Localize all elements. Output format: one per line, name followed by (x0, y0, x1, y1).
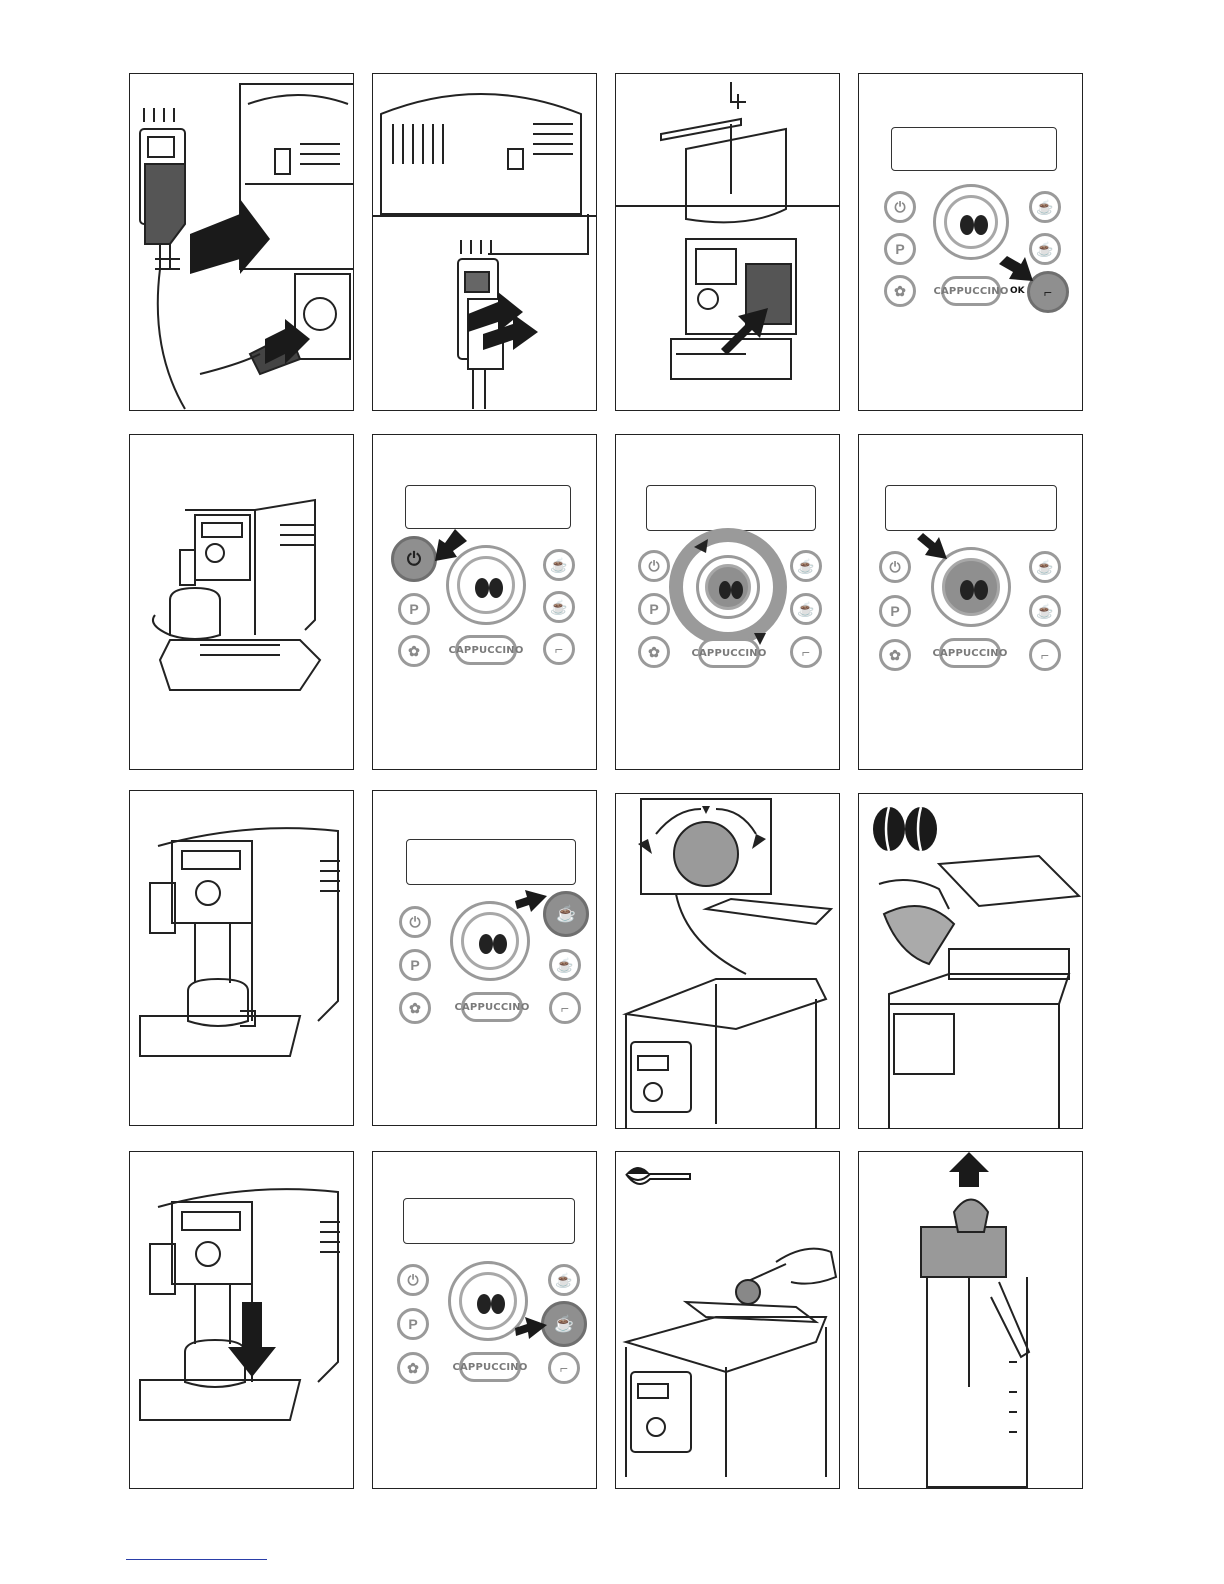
panel-adjust-spout (129, 1151, 354, 1489)
arrow-icon (373, 791, 597, 1126)
coffee-beans-icon (873, 807, 937, 851)
footer-link-line (126, 1559, 267, 1560)
arrow-icon (228, 1302, 276, 1377)
double-cup-icon: ☕ (797, 601, 814, 618)
coffee-beans-button[interactable] (696, 555, 760, 619)
panel-ground-coffee (615, 1151, 840, 1489)
double-cup-button[interactable]: ☕ (790, 593, 822, 625)
steam-button[interactable]: ⌐ (790, 636, 822, 668)
single-cup-icon: ☕ (797, 558, 814, 575)
arrow-icon (859, 74, 1083, 411)
panel-rinse (129, 434, 354, 770)
ground-coffee-icon (626, 1167, 690, 1184)
panel-milk-container (858, 1151, 1083, 1489)
steam-wand-icon: ⌐ (802, 644, 810, 660)
panel-cup-under-spout (129, 790, 354, 1126)
panel-two-cups: ⏻ P ✿ CAPPUCCINO ☕ ☕ ⌐ (372, 1151, 597, 1489)
panel-grinder-knob (615, 793, 840, 1129)
coffee-beans-icon (699, 558, 763, 622)
single-cup-button[interactable]: ☕ (790, 550, 822, 582)
panel-heating: ⏻ P ✿ CAPPUCCINO ☕ ☕ ⌐ (615, 434, 840, 770)
panel-press-beans: ⏻ P ✿ CAPPUCCINO ☕ ☕ ⌐ (858, 434, 1083, 770)
panel-one-cup: ⏻ P ✿ CAPPUCCINO ☕ ☕ ⌐ (372, 790, 597, 1126)
panel-steam-button: ⏻ P ✿ CAPPUCCINO ☕ ☕ OK ⌐ (858, 73, 1083, 411)
panel-water-tank (615, 73, 840, 411)
arrow-icon (949, 1152, 989, 1187)
panel-press-power: ⏻ P ✿ CAPPUCCINO ☕ ☕ ⌐ (372, 434, 597, 770)
panel-switch-on (372, 73, 597, 411)
arrow-icon (190, 199, 270, 274)
arrow-icon (373, 435, 597, 770)
panel-bean-container (858, 793, 1083, 1129)
arrow-icon (373, 1152, 597, 1489)
cappuccino-button[interactable]: CAPPUCCINO (698, 638, 760, 668)
panel-plug-in (129, 73, 354, 411)
arrow-icon (859, 435, 1083, 770)
